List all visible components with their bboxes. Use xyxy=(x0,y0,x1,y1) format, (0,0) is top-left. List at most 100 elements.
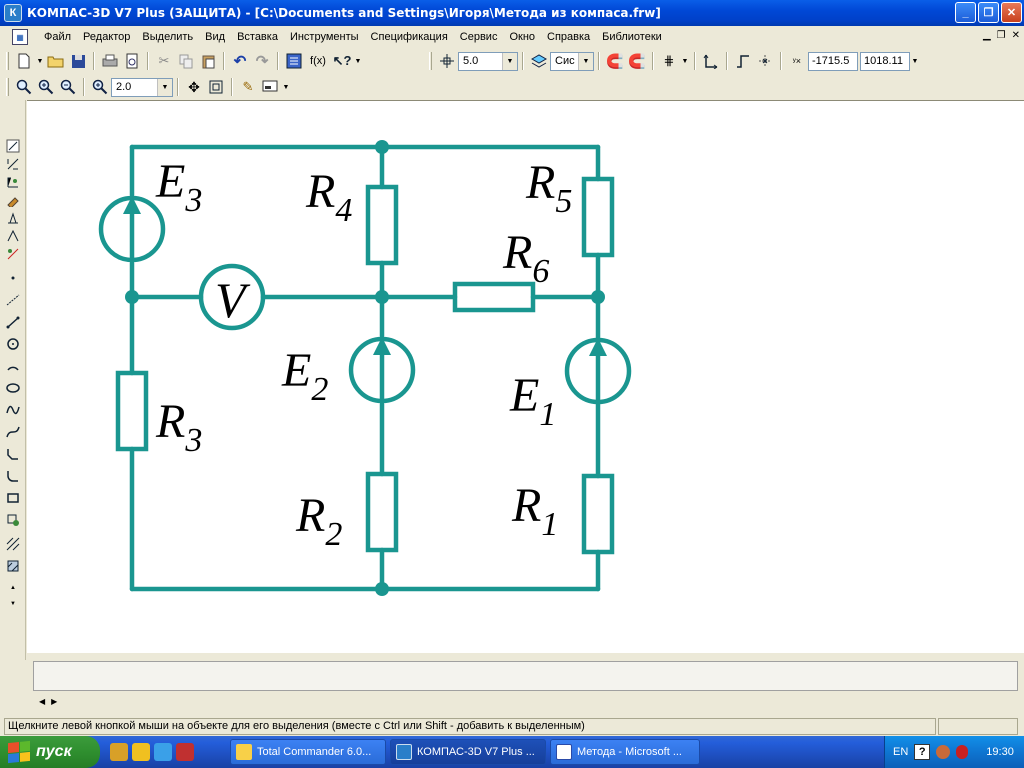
document-icon[interactable]: ▦ xyxy=(12,29,28,45)
mdi-restore-icon[interactable]: ❐ xyxy=(996,30,1006,41)
open-folder-icon[interactable] xyxy=(46,51,66,71)
menu-help[interactable]: Справка xyxy=(547,31,591,43)
redo-icon[interactable]: ↷ xyxy=(255,53,269,70)
task-kompas[interactable]: КОМПАС-3D V7 Plus ... xyxy=(390,739,546,765)
mdi-minimize-icon[interactable]: ▁ xyxy=(982,30,991,41)
save-icon[interactable] xyxy=(68,51,88,71)
zoom-in-icon[interactable] xyxy=(36,77,56,97)
panel-nav-arrows[interactable]: ◀▶ xyxy=(39,697,64,706)
circle-tool-icon[interactable] xyxy=(5,336,21,352)
dropdown-arrow-icon[interactable]: ▼ xyxy=(911,57,919,65)
display-mode-icon[interactable] xyxy=(260,77,280,97)
grid-icon[interactable]: ⋕ xyxy=(663,53,675,68)
menu-service[interactable]: Сервис xyxy=(459,31,498,43)
xy-coordinate-icon[interactable]: ʸ× xyxy=(792,56,802,66)
menu-file[interactable]: Файл xyxy=(44,31,72,43)
dimensions-panel-icon[interactable] xyxy=(5,156,21,172)
quick-launch-icon[interactable] xyxy=(132,743,150,761)
paste-icon[interactable] xyxy=(198,51,218,71)
dropdown-arrow-icon[interactable]: ▼ xyxy=(282,83,290,91)
scroll-down-icon[interactable]: ▼ xyxy=(10,601,16,607)
layers-icon[interactable] xyxy=(529,51,549,71)
menu-libraries[interactable]: Библиотеки xyxy=(602,31,662,43)
help-icon[interactable]: ? xyxy=(914,744,931,760)
zoom-out-icon[interactable] xyxy=(58,77,78,97)
formula-icon[interactable]: f(x) xyxy=(310,55,326,67)
system-combo[interactable]: Сис ▼ xyxy=(550,51,594,71)
fill-tool-icon[interactable] xyxy=(5,558,21,574)
menu-insert[interactable]: Вставка xyxy=(237,31,278,43)
zoom-combo[interactable]: 2.0 ▼ xyxy=(111,77,173,97)
mdi-close-icon[interactable]: ✕ xyxy=(1011,30,1020,41)
minimize-button[interactable]: _ xyxy=(955,2,976,23)
round-icon[interactable] xyxy=(733,51,753,71)
close-button[interactable]: ✕ xyxy=(1001,2,1022,23)
context-help-icon[interactable]: ↖? xyxy=(332,53,352,68)
snap-magnet-icon[interactable]: 🧲 xyxy=(606,52,624,69)
quick-launch-icon[interactable] xyxy=(176,743,194,761)
dropdown-arrow-icon[interactable]: ▼ xyxy=(681,57,689,65)
dropdown-arrow-icon[interactable]: ▼ xyxy=(354,57,362,65)
print-preview-icon[interactable] xyxy=(122,51,142,71)
edit-panel-icon[interactable] xyxy=(5,192,21,208)
drawing-canvas[interactable]: E3 R4 R5 R6 V E2 E1 R3 R2 R1 xyxy=(27,100,1024,653)
bezier-tool-icon[interactable] xyxy=(5,424,21,440)
menu-window[interactable]: Окно xyxy=(509,31,536,43)
menu-select[interactable]: Выделить xyxy=(142,31,194,43)
segment-tool-icon[interactable] xyxy=(5,314,21,330)
spline-tool-icon[interactable] xyxy=(5,402,21,418)
local-snap-magnet-icon[interactable]: 🧲 xyxy=(628,52,646,69)
menu-tools[interactable]: Инструменты xyxy=(289,31,359,43)
orthogonal-icon[interactable] xyxy=(701,51,721,71)
quick-launch-icon[interactable] xyxy=(110,743,128,761)
arc-tool-icon[interactable] xyxy=(5,358,21,374)
new-document-icon[interactable] xyxy=(14,51,34,71)
chevron-down-icon[interactable]: ▼ xyxy=(578,52,593,70)
task-word[interactable]: Метода - Microsoft ... xyxy=(550,739,700,765)
auxiliary-line-icon[interactable] xyxy=(5,292,21,308)
toolbar-grip[interactable] xyxy=(6,52,9,70)
show-all-icon[interactable] xyxy=(206,77,226,97)
start-button[interactable]: пуск xyxy=(0,736,100,768)
fillet-tool-icon[interactable] xyxy=(5,468,21,484)
symbols-panel-icon[interactable] xyxy=(5,174,21,190)
zoom-icon[interactable] xyxy=(14,77,34,97)
cut-icon[interactable]: ✂ xyxy=(158,53,170,68)
toolbar-grip[interactable] xyxy=(429,52,432,70)
manager-icon[interactable] xyxy=(284,51,304,71)
step-cursor-icon[interactable] xyxy=(437,51,457,71)
scroll-up-icon[interactable]: ▲ xyxy=(10,585,16,591)
contour-tool-icon[interactable] xyxy=(5,512,21,528)
cursor-coord-icon[interactable] xyxy=(755,51,775,71)
parametrization-panel-icon[interactable] xyxy=(5,210,21,226)
chevron-down-icon[interactable]: ▼ xyxy=(157,78,172,96)
toolbar-grip[interactable] xyxy=(6,78,9,96)
quick-launch-icon[interactable] xyxy=(154,743,172,761)
coord-x-field[interactable]: -1715.5 xyxy=(808,51,858,71)
step-combo[interactable]: 5.0 ▼ xyxy=(458,51,518,71)
ellipse-tool-icon[interactable] xyxy=(5,380,21,396)
menu-editor[interactable]: Редактор xyxy=(83,31,131,43)
refresh-pen-icon[interactable]: ✎ xyxy=(242,79,254,94)
tray-expand-icon[interactable] xyxy=(936,745,951,759)
language-indicator[interactable]: EN xyxy=(893,746,909,758)
rectangle-tool-icon[interactable] xyxy=(5,490,21,506)
chamfer-tool-icon[interactable] xyxy=(5,446,21,462)
chevron-down-icon[interactable]: ▼ xyxy=(502,52,517,70)
copy-icon[interactable] xyxy=(176,51,196,71)
pan-icon[interactable]: ✥ xyxy=(188,78,200,95)
undo-icon[interactable]: ↶ xyxy=(233,53,247,70)
menu-specification[interactable]: Спецификация xyxy=(370,31,448,43)
dropdown-arrow-icon[interactable]: ▼ xyxy=(36,57,44,65)
antivirus-icon[interactable] xyxy=(956,745,969,759)
print-icon[interactable] xyxy=(100,51,120,71)
zoom-scale-icon[interactable] xyxy=(90,77,110,97)
geometry-panel-icon[interactable] xyxy=(5,138,21,154)
task-total-commander[interactable]: Total Commander 6.0... xyxy=(230,739,386,765)
restore-button[interactable]: ❐ xyxy=(978,2,999,23)
properties-field[interactable] xyxy=(33,661,1018,691)
point-tool-icon[interactable] xyxy=(5,270,21,286)
coord-y-field[interactable]: 1018.11 xyxy=(860,51,910,71)
kompas-app-icon[interactable]: К xyxy=(4,4,22,22)
select-panel-icon[interactable] xyxy=(5,246,21,262)
